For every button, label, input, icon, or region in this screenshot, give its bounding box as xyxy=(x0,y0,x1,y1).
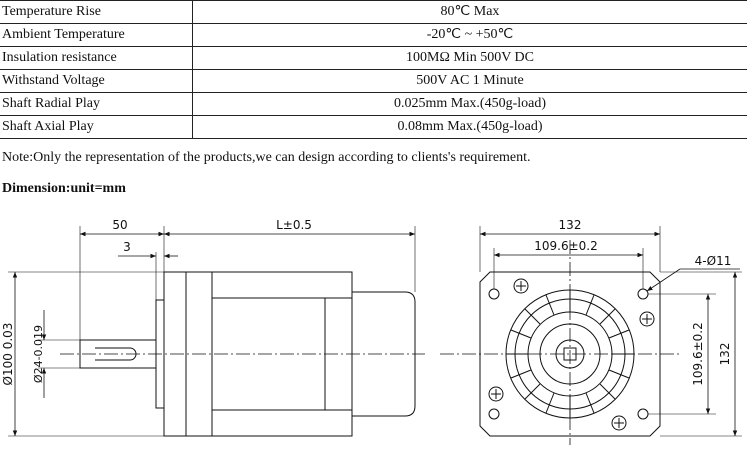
spec-value: 0.025mm Max.(450g-load) xyxy=(192,92,747,116)
spec-label: Shaft Axial Play xyxy=(0,115,193,139)
front-view xyxy=(440,226,742,445)
mount-hole xyxy=(488,288,500,300)
spec-value: 80℃ Max xyxy=(192,0,747,24)
dim-hole-pitch-h: 109.6±0.2 xyxy=(534,239,598,253)
spec-value: 500V AC 1 Minute xyxy=(192,69,747,93)
screw-head xyxy=(639,311,655,327)
screw-head xyxy=(513,278,529,294)
spec-value: -20℃ ~ +50℃ xyxy=(192,23,747,47)
hole-leader xyxy=(646,268,681,292)
dim-hole-pitch-v: 109.6±0.2 xyxy=(691,322,705,386)
dim-flange-dia: Ø100 0.03 xyxy=(1,323,15,386)
spec-label: Withstand Voltage xyxy=(0,69,193,93)
spec-label: Temperature Rise xyxy=(0,0,193,24)
front-shaft xyxy=(555,339,585,369)
mount-hole xyxy=(488,408,500,420)
shaft-key xyxy=(95,347,137,361)
dimension-title: Dimension:unit=mm xyxy=(2,181,126,196)
dim-height: 132 xyxy=(718,343,732,366)
dimension-drawing: 50 3 L±0.5 Ø100 0.03 Ø24-0.019 xyxy=(1,218,742,445)
spec-value: 0.08mm Max.(450g-load) xyxy=(192,115,747,139)
spec-label: Shaft Radial Play xyxy=(0,92,193,116)
note-text: Note:Only the representation of the prod… xyxy=(2,150,531,165)
spec-label: Insulation resistance xyxy=(0,46,193,70)
mount-hole xyxy=(637,288,649,300)
front-face xyxy=(479,271,661,437)
dim-body-length: L±0.5 xyxy=(276,218,312,232)
end-cap xyxy=(352,291,416,417)
screw-head xyxy=(611,415,627,431)
spec-value: 100MΩ Min 500V DC xyxy=(192,46,747,70)
dim-holes: 4-Ø11 xyxy=(695,254,732,268)
spec-label: Ambient Temperature xyxy=(0,23,193,47)
pilot-ring xyxy=(539,323,601,385)
dim-shaft-dia: Ø24-0.019 xyxy=(32,325,45,383)
mount-hole xyxy=(637,408,649,420)
screw-head xyxy=(488,386,504,402)
dim-width: 132 xyxy=(559,218,582,232)
motor-body xyxy=(185,271,353,437)
dim-step: 3 xyxy=(123,240,131,254)
dim-shaft-length: 50 xyxy=(112,218,127,232)
spec-row: Ambient Temperature-20℃ ~ +50℃ xyxy=(0,23,747,47)
side-view xyxy=(8,226,425,437)
